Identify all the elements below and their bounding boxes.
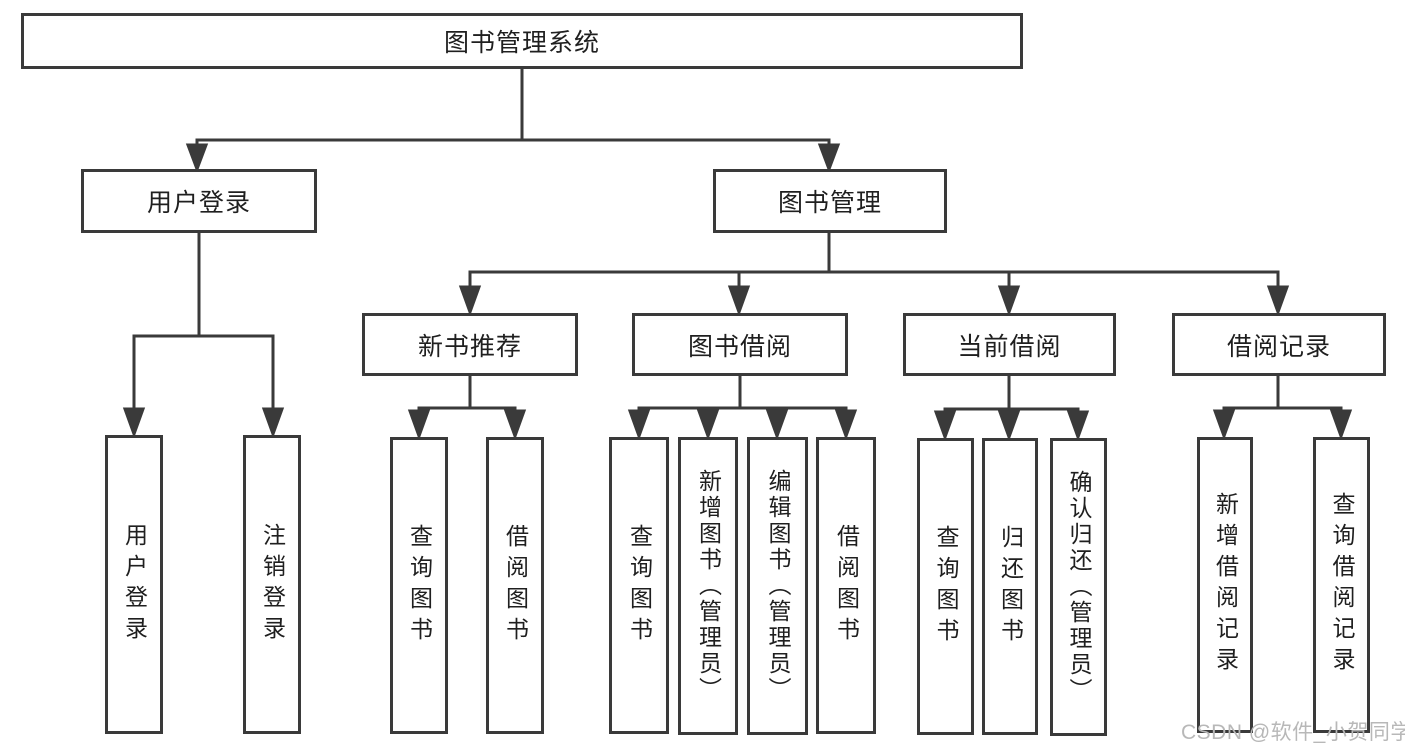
node-cb-return-books: 归还图书	[982, 438, 1038, 735]
connector-new-book-rec-children	[407, 376, 527, 441]
node-rec-query-books: 查询图书	[390, 437, 448, 734]
node-bb-edit-books: 编辑图书（管理员）	[747, 437, 808, 735]
node-user-login: 用户登录	[81, 169, 317, 233]
connector-book-borrow-children	[627, 376, 858, 441]
connector-borrow-records-children	[1212, 376, 1353, 441]
node-br-query-record: 查询借阅记录	[1313, 437, 1370, 733]
connector-book-mgmt-children	[458, 233, 1290, 317]
connector-user-login-children	[122, 233, 285, 439]
node-bb-add-books: 新增图书（管理员）	[678, 437, 738, 735]
node-bb-query-books: 查询图书	[609, 437, 669, 734]
node-login: 用户登录	[105, 435, 163, 734]
node-book-borrow: 图书借阅	[632, 313, 848, 376]
node-logout: 注销登录	[243, 435, 301, 734]
node-cb-query-books: 查询图书	[917, 438, 974, 735]
node-bb-borrow-books: 借阅图书	[816, 437, 876, 734]
connector-root-to-level2	[185, 69, 841, 174]
node-br-add-record: 新增借阅记录	[1197, 437, 1253, 733]
node-root: 图书管理系统	[21, 13, 1023, 69]
node-current-borrow: 当前借阅	[903, 313, 1116, 376]
node-rec-borrow-books: 借阅图书	[486, 437, 544, 734]
node-book-mgmt: 图书管理	[713, 169, 947, 233]
node-new-book-rec: 新书推荐	[362, 313, 578, 376]
node-cb-confirm-return: 确认归还（管理员）	[1050, 438, 1107, 736]
node-borrow-records: 借阅记录	[1172, 313, 1386, 376]
connector-current-borrow-children	[933, 376, 1090, 442]
watermark: CSDN @软件_小贺同学	[1181, 721, 1405, 744]
